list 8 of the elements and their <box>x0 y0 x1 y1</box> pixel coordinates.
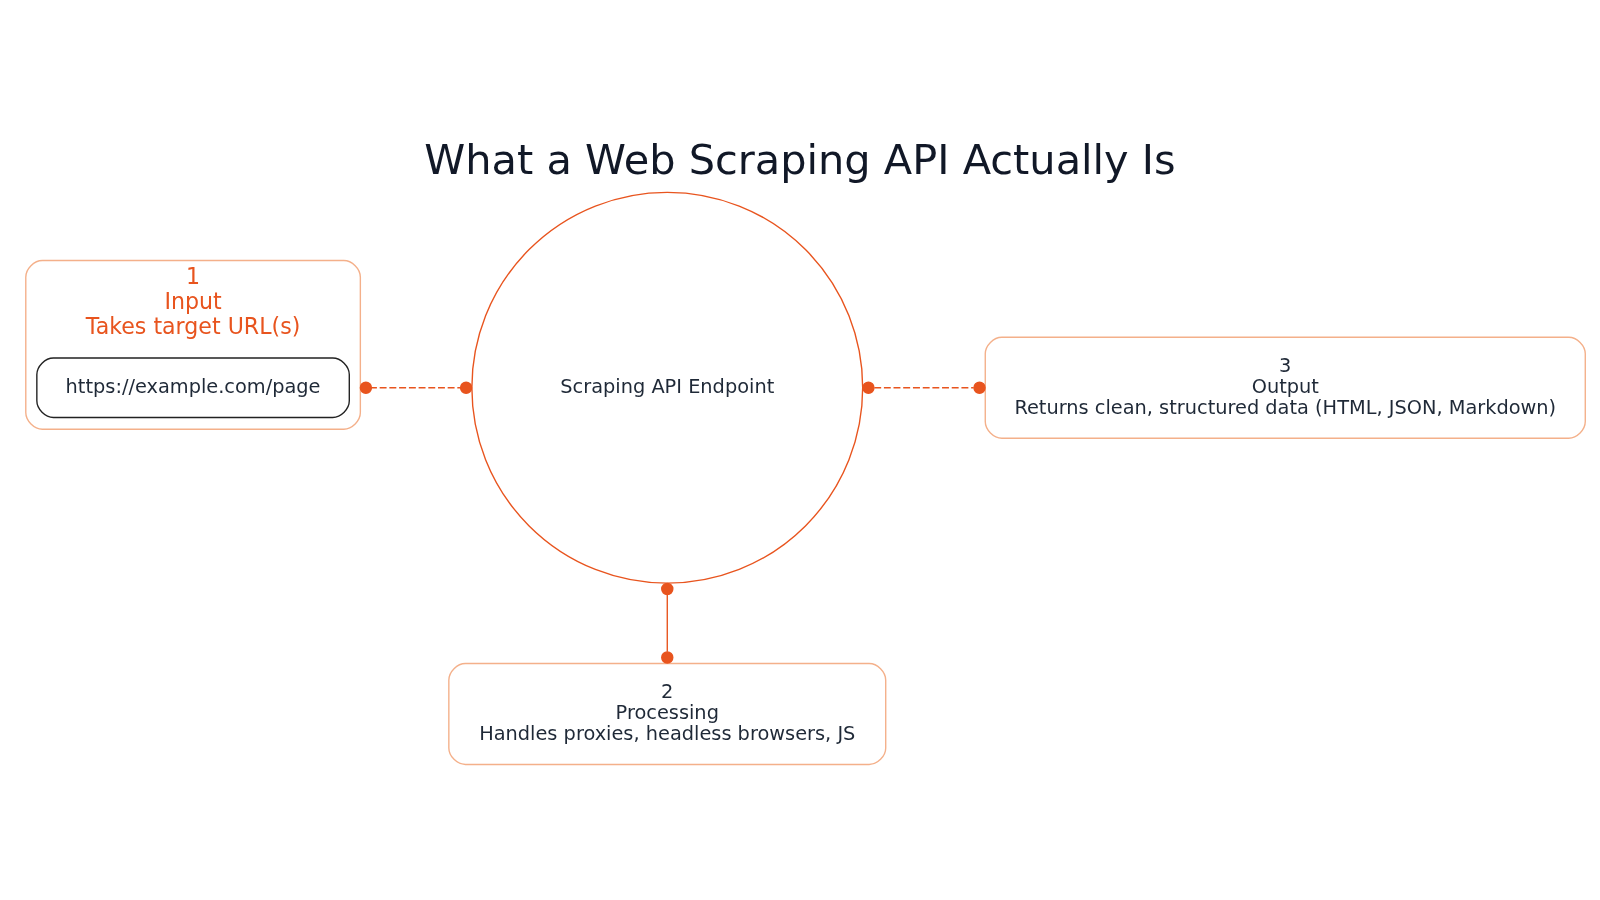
node-box: 3 Output Returns clean, structured data (HTML, JSON, Markdown) <box>984 336 1586 439</box>
diagram-title: What a Web Scraping API Actually Is <box>424 136 1176 185</box>
connector <box>862 381 986 394</box>
connector <box>359 381 473 394</box>
node-box: 2 Processing Handles proxies, headless browsers, JS <box>448 662 887 766</box>
node-circle: Scraping API Endpoint <box>471 191 864 584</box>
connector <box>661 582 674 664</box>
node-box: https://example.com/page <box>36 357 350 419</box>
